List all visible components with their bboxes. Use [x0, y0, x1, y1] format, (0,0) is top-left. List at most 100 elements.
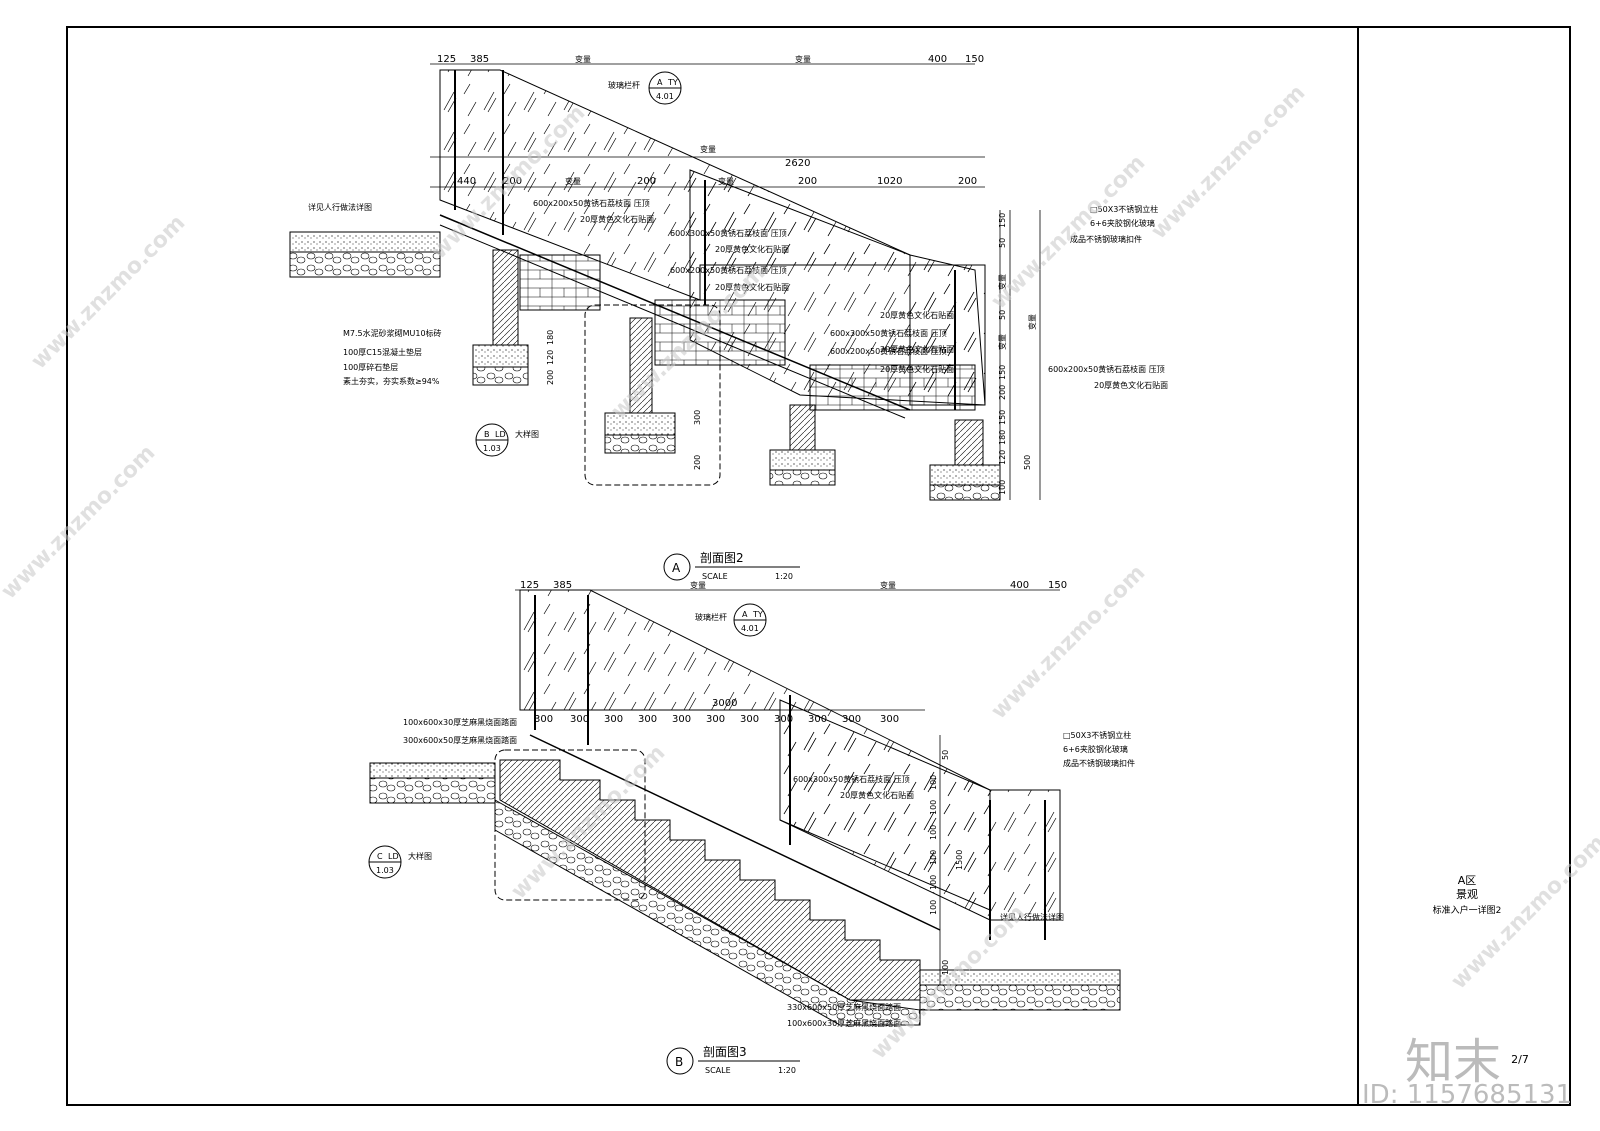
a-low-note-1: 600x300x50黄锈石荔枝面 压顶: [830, 328, 947, 338]
svg-text:300: 300: [604, 714, 623, 725]
big-b-sheet: 1.03: [376, 866, 394, 875]
a-left-note-2: 100厚C15混凝土垫层: [343, 347, 422, 357]
svg-text:变量: 变量: [1027, 314, 1037, 330]
ref-a-code: TY: [667, 78, 678, 87]
a-low-note-0: 20厚黄色文化石贴面: [880, 310, 954, 320]
a-low-note-2: 20厚黄色文化石贴面: [880, 344, 954, 354]
b-right-note-0: □50X3不锈钢立柱: [1063, 730, 1131, 740]
a-mid-note-1: 20厚黄色文化石贴面: [580, 214, 654, 224]
section-b-scale-label: SCALE: [705, 1066, 731, 1075]
svg-text:www.znzmo.com: www.znzmo.com: [987, 150, 1151, 314]
svg-text:1500: 1500: [955, 850, 964, 870]
a-vertical-dims: 150 50 变量 50 变量 150 200 150 180 120 500 …: [546, 213, 1037, 495]
ref-b-sheet: 4.01: [741, 624, 759, 633]
dim-b-150: 150: [1048, 580, 1067, 591]
ref-a-sheet: 4.01: [656, 92, 674, 101]
b-right-note-2: 成品不锈钢玻璃扣件: [1063, 758, 1135, 768]
section-b-drawing: [369, 589, 1121, 1026]
svg-text:300: 300: [672, 714, 691, 725]
a-far-note-0: 600x200x50黄锈石荔枝面 压顶: [1048, 364, 1165, 374]
svg-text:100: 100: [929, 825, 938, 840]
dim-a-200a: 200: [503, 176, 522, 187]
svg-text:100: 100: [929, 850, 938, 865]
dim-a-385: 385: [470, 54, 489, 65]
dim-a-var2: 变量: [795, 54, 811, 64]
ref-a-label: 玻璃栏杆: [608, 80, 640, 90]
section-b-marker: B: [675, 1055, 683, 1069]
big-b-label: 大样图: [408, 851, 432, 861]
section-b-title: 剖面图3: [703, 1045, 747, 1059]
svg-text:500: 500: [1023, 455, 1032, 470]
dim-b-125: 125: [520, 580, 539, 591]
svg-text:www.znzmo.com: www.znzmo.com: [0, 440, 160, 604]
dim-a-2620: 2620: [785, 158, 810, 169]
a-low-note-4: 20厚黄色文化石贴面: [880, 364, 954, 374]
b-left-note-1: 300x600x50厚芝麻黑烧面踏面: [403, 735, 517, 745]
dim-a-200b: 200: [637, 176, 656, 187]
dim-a-var-top: 变量: [700, 144, 716, 154]
dim-a-var4: 变量: [718, 176, 734, 186]
dim-a-200c: 200: [798, 176, 817, 187]
a-mid-note-3: 20厚黄色文化石贴面: [715, 244, 789, 254]
a-mid-note-4: 600x200x50黄锈石荔枝面 压顶: [670, 265, 787, 275]
a-low-note-3: 600x200x50黄锈石荔枝面 压顶: [830, 346, 947, 356]
svg-text:变量: 变量: [997, 334, 1007, 350]
svg-text:300: 300: [808, 714, 827, 725]
svg-text:150: 150: [998, 365, 1007, 380]
section-a-detail-box: [584, 304, 721, 486]
a-right-note-2: 成品不锈钢玻璃扣件: [1070, 234, 1142, 244]
title-block-drawing-name: 标准入户一详图2: [1432, 906, 1502, 916]
b-bottom-note-0: 330x600x50厚芝麻黑烧面踏面: [787, 1002, 901, 1012]
svg-text:100: 100: [941, 960, 950, 975]
sheet-border: [66, 26, 1571, 1106]
ref-b-label: 玻璃栏杆: [695, 612, 727, 622]
dim-b-385: 385: [553, 580, 572, 591]
dim-b-400: 400: [1010, 580, 1029, 591]
svg-text:180: 180: [998, 430, 1007, 445]
svg-text:50: 50: [941, 750, 950, 760]
section-a-scale-value: 1:20: [775, 572, 793, 581]
a-left-note-3: 100厚碎石垫层: [343, 362, 398, 372]
b-mid-note-0: 600x300x50黄锈石荔枝面 压顶: [793, 774, 910, 784]
a-left-note-0: 详见人行做法详图: [308, 202, 372, 212]
big-b-code: LD: [388, 852, 399, 861]
svg-text:300: 300: [842, 714, 861, 725]
a-mid-note-2: 600x300x50黄锈石荔枝面 压顶: [670, 228, 787, 238]
big-a-letter: B: [484, 430, 490, 439]
a-right-note-0: □50X3不锈钢立柱: [1090, 204, 1158, 214]
svg-text:300: 300: [534, 714, 553, 725]
svg-text:150: 150: [998, 213, 1007, 228]
section-b-detail-box: [494, 749, 646, 901]
svg-text:300: 300: [706, 714, 725, 725]
svg-text:50: 50: [998, 310, 1007, 320]
svg-text:100: 100: [929, 900, 938, 915]
watermark-logo: 知末: [1405, 1034, 1502, 1090]
b-bottom-note-1: 100x600x30厚芝麻黑烧面踏面: [787, 1018, 901, 1028]
svg-text:50: 50: [998, 238, 1007, 248]
title-block-sheet-number: 2/7: [1511, 1053, 1529, 1066]
section-a-marker: A: [672, 561, 681, 575]
svg-text:150: 150: [998, 410, 1007, 425]
a-mid-note-0: 600x200x50黄锈石荔枝面 压顶: [533, 198, 650, 208]
a-mid-note-5: 20厚黄色文化石贴面: [715, 282, 789, 292]
svg-text:100: 100: [929, 775, 938, 790]
b-step-dims: 300 300 300 300 300 300 300 300 300 300 …: [534, 714, 899, 725]
section-a-title: 剖面图2: [700, 551, 744, 565]
title-block-discipline: 景观: [1456, 888, 1478, 901]
svg-text:120: 120: [998, 450, 1007, 465]
svg-text:200: 200: [546, 370, 555, 385]
svg-text:100: 100: [929, 800, 938, 815]
svg-text:100: 100: [929, 875, 938, 890]
big-a-label: 大样图: [515, 429, 539, 439]
dim-a-125: 125: [437, 54, 456, 65]
section-b-glass-lower: [779, 699, 1061, 921]
section-b-scale-value: 1:20: [778, 1066, 796, 1075]
ref-a-letter: A: [657, 78, 663, 87]
dim-a-440: 440: [457, 176, 476, 187]
b-right-note-3: 详见人行做法详图: [1000, 912, 1064, 922]
svg-text:www.znzmo.com: www.znzmo.com: [27, 210, 191, 374]
svg-text:300: 300: [570, 714, 589, 725]
dim-a-200d: 200: [958, 176, 977, 187]
b-left-note-0: 100x600x30厚芝麻黑烧面踏面: [403, 717, 517, 727]
